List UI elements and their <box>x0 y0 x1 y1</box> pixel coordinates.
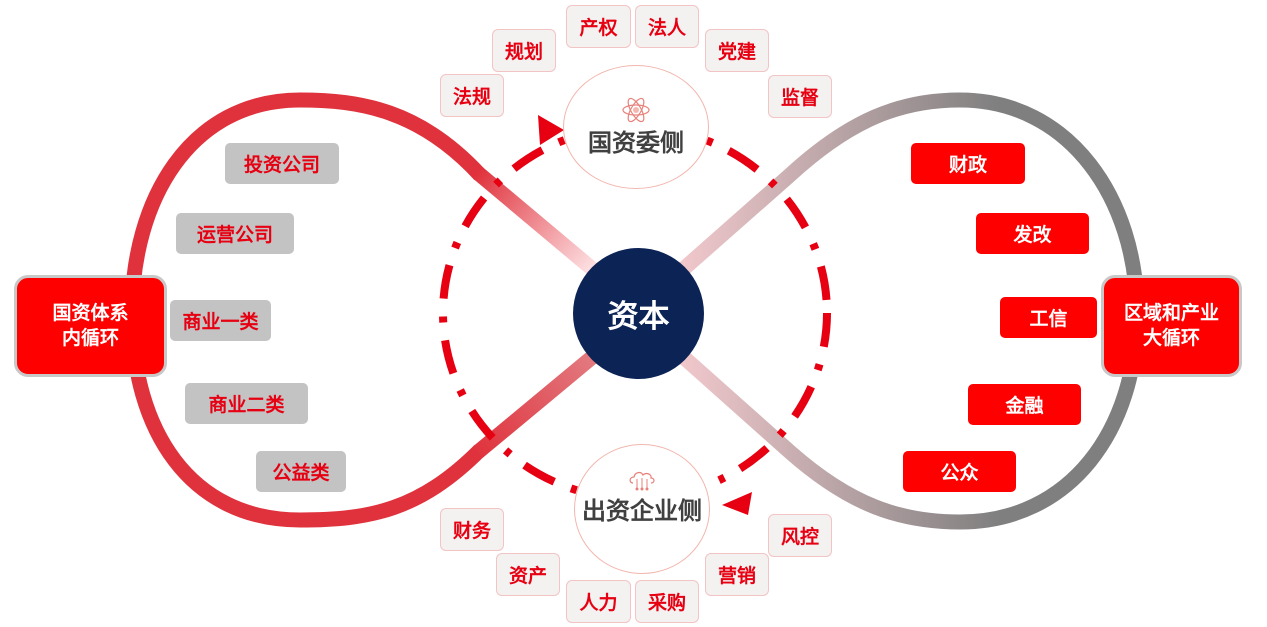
tag-public-welfare: 公益类 <box>256 451 346 492</box>
left-loop-crossing-top <box>473 167 601 278</box>
left-hub-domestic-cycle: 国资体系 内循环 <box>14 275 167 377</box>
capital-core-label: 资本 <box>607 299 670 335</box>
tag-fiscal: 财政 <box>911 143 1025 184</box>
left-loop-crossing-bottom <box>473 348 601 458</box>
tag-property-rights: 产权 <box>566 5 631 48</box>
left-hub-line2: 内循环 <box>61 327 119 349</box>
tag-procurement: 采购 <box>635 580 699 623</box>
tag-assets: 资产 <box>496 553 560 596</box>
tag-party-building: 党建 <box>705 29 769 72</box>
tag-marketing: 营销 <box>705 553 769 596</box>
tag-commercial-class-1: 商业一类 <box>170 300 271 341</box>
atom-icon <box>622 97 650 122</box>
regulator-side-circle: 国资委侧 <box>563 65 709 189</box>
right-hub-line2: 大循环 <box>1142 327 1200 349</box>
tag-human-resources: 人力 <box>566 580 631 623</box>
tag-regulation: 法规 <box>440 74 504 117</box>
arrow-top-icon <box>538 115 564 145</box>
tag-supervision: 监督 <box>768 75 832 118</box>
tag-operating-company: 运营公司 <box>176 213 294 254</box>
tag-investment-company: 投资公司 <box>225 143 339 184</box>
enterprise-side-circle: 出资企业侧 <box>574 444 710 574</box>
capital-core-node: 资本 <box>573 248 704 379</box>
tag-risk-control: 风控 <box>768 514 832 557</box>
regulator-side-title: 国资委侧 <box>588 128 684 157</box>
cloud-network-icon <box>629 471 655 490</box>
right-hub-line1: 区域和产业 <box>1123 302 1219 324</box>
tag-commercial-class-2: 商业二类 <box>185 383 308 424</box>
tag-public: 公众 <box>903 451 1016 492</box>
tag-finance: 财务 <box>440 508 504 551</box>
tag-development-reform: 发改 <box>976 213 1089 254</box>
arrow-bottom-icon <box>722 492 752 515</box>
tag-finance-sector: 金融 <box>968 384 1081 425</box>
enterprise-side-title: 出资企业侧 <box>582 496 702 525</box>
left-hub-line1: 国资体系 <box>52 302 129 324</box>
tag-legal-person: 法人 <box>635 5 699 48</box>
right-hub-regional-cycle: 区域和产业 大循环 <box>1101 275 1242 377</box>
tag-industry-it: 工信 <box>1000 297 1097 338</box>
tag-planning: 规划 <box>492 29 556 72</box>
